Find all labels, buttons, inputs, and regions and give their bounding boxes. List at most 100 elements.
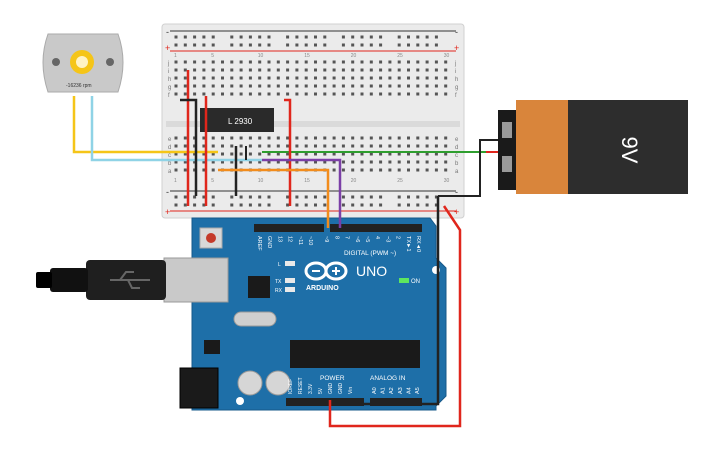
column-number: 15 xyxy=(304,178,310,184)
digital-pin-label: 4 xyxy=(374,236,380,239)
row-letter: e xyxy=(168,137,172,143)
digital-pin-label: 13 xyxy=(276,236,282,242)
battery-label: 9V xyxy=(617,137,642,164)
column-number: 5 xyxy=(211,53,214,59)
row-letter: f xyxy=(168,93,170,99)
power-pin-label: IOREF xyxy=(288,379,294,394)
digital-pin-label: AREF xyxy=(256,236,262,251)
row-letter: j xyxy=(167,61,169,67)
column-number: 10 xyxy=(258,53,264,59)
usb-icon xyxy=(110,271,150,289)
chip-label: L 2930 xyxy=(228,117,253,126)
power-header-label: POWER xyxy=(320,375,345,382)
digital-pin-label: RX◄0 xyxy=(415,236,421,252)
digital-pin-label: 7 xyxy=(344,236,350,239)
power-pin-label: 5V xyxy=(318,387,324,394)
rx-label: RX xyxy=(275,288,283,294)
wire-black-left[interactable] xyxy=(180,98,198,196)
rail-plus-top-right: + xyxy=(454,43,459,53)
analog-pin-label: A5 xyxy=(415,387,421,394)
wire-red-5v-loop[interactable] xyxy=(328,205,462,428)
row-letter: b xyxy=(168,161,172,167)
column-number: 1 xyxy=(174,178,177,184)
column-number: 25 xyxy=(397,178,403,184)
digital-pin-label: ~10 xyxy=(307,236,313,245)
dc-motor[interactable]: -16236 rpm xyxy=(42,33,124,93)
row-letter: h xyxy=(168,77,171,83)
analog-header-label: ANALOG IN xyxy=(370,375,406,382)
power-pin-label: 3.3V xyxy=(308,383,314,394)
row-letter: g xyxy=(455,85,458,91)
row-letter: g xyxy=(168,85,171,91)
digital-pin-label: 12 xyxy=(287,236,293,242)
column-number: 5 xyxy=(211,178,214,184)
digital-pin-label: TX►1 xyxy=(405,236,411,252)
wires[interactable] xyxy=(72,70,498,428)
analog-pin-label: A4 xyxy=(406,387,412,394)
digital-pin-label: ~11 xyxy=(297,236,303,245)
rail-minus-top-left: - xyxy=(166,27,169,37)
row-letter: f xyxy=(455,93,457,99)
row-letter: i xyxy=(168,69,169,75)
arduino-logo-icon xyxy=(304,261,348,281)
column-number: 10 xyxy=(258,178,264,184)
column-number: 30 xyxy=(444,53,450,59)
power-pin-label: Vin xyxy=(348,387,354,394)
rail-plus-bottom-right: + xyxy=(454,207,459,217)
digital-pin-label: ~9 xyxy=(323,236,329,242)
breadboard-holes[interactable] xyxy=(174,35,448,207)
digital-header-label: DIGITAL (PWM ~) xyxy=(344,250,396,257)
digital-pin-label: ~6 xyxy=(354,236,360,242)
arduino-board[interactable]: ARDUINO UNO ON DIGITAL (PWM ~) POWER ANA… xyxy=(36,217,447,411)
motor-driver-chip[interactable]: L 2930 xyxy=(200,108,274,132)
digital-pin-label: ~3 xyxy=(384,236,390,242)
wire-purple[interactable] xyxy=(262,158,342,228)
digital-pin-label: 8 xyxy=(333,236,339,239)
rail-minus-top-right: - xyxy=(455,27,458,37)
analog-pin-label: A2 xyxy=(389,387,395,394)
digital-pin-label: ~5 xyxy=(364,236,370,242)
analog-pin-label: A3 xyxy=(398,387,404,394)
tx-label: TX xyxy=(275,279,282,285)
analog-pin-label: A1 xyxy=(381,387,387,394)
digital-pin-label: GND xyxy=(266,236,272,248)
row-letter: j xyxy=(454,61,456,67)
arduino-model: UNO xyxy=(356,263,387,279)
wire-battery-black-down[interactable] xyxy=(438,139,486,197)
reset-button[interactable] xyxy=(206,233,216,243)
on-label: ON xyxy=(411,279,420,285)
column-number: 25 xyxy=(397,53,403,59)
column-number: 20 xyxy=(351,178,357,184)
row-letter: d xyxy=(168,145,171,151)
wire-orange[interactable] xyxy=(218,168,330,228)
rail-minus-bottom-right: - xyxy=(455,187,458,197)
column-number: 1 xyxy=(174,53,177,59)
rail-plus-bottom-left: + xyxy=(165,207,170,217)
row-letter: i xyxy=(455,69,456,75)
motor-rpm-label: -16236 rpm xyxy=(66,83,92,89)
column-number: 30 xyxy=(444,178,450,184)
arduino-brand: ARDUINO xyxy=(306,285,339,292)
row-letter: e xyxy=(455,137,459,143)
row-letter: h xyxy=(455,77,458,83)
row-letter: a xyxy=(455,169,459,175)
row-letter: b xyxy=(455,161,459,167)
wire-motor-yellow[interactable] xyxy=(72,96,218,154)
row-letter: a xyxy=(168,169,172,175)
l-label: L xyxy=(278,262,281,268)
power-pin-label: GND xyxy=(338,383,344,395)
row-letter: d xyxy=(455,145,458,151)
wire-black-ground-loop[interactable] xyxy=(338,196,440,406)
rail-plus-top-left: + xyxy=(165,43,170,53)
power-pin-label: GND xyxy=(328,383,334,395)
battery-9v[interactable]: 9V xyxy=(498,100,688,194)
column-number: 20 xyxy=(351,53,357,59)
row-letter: c xyxy=(168,153,171,159)
